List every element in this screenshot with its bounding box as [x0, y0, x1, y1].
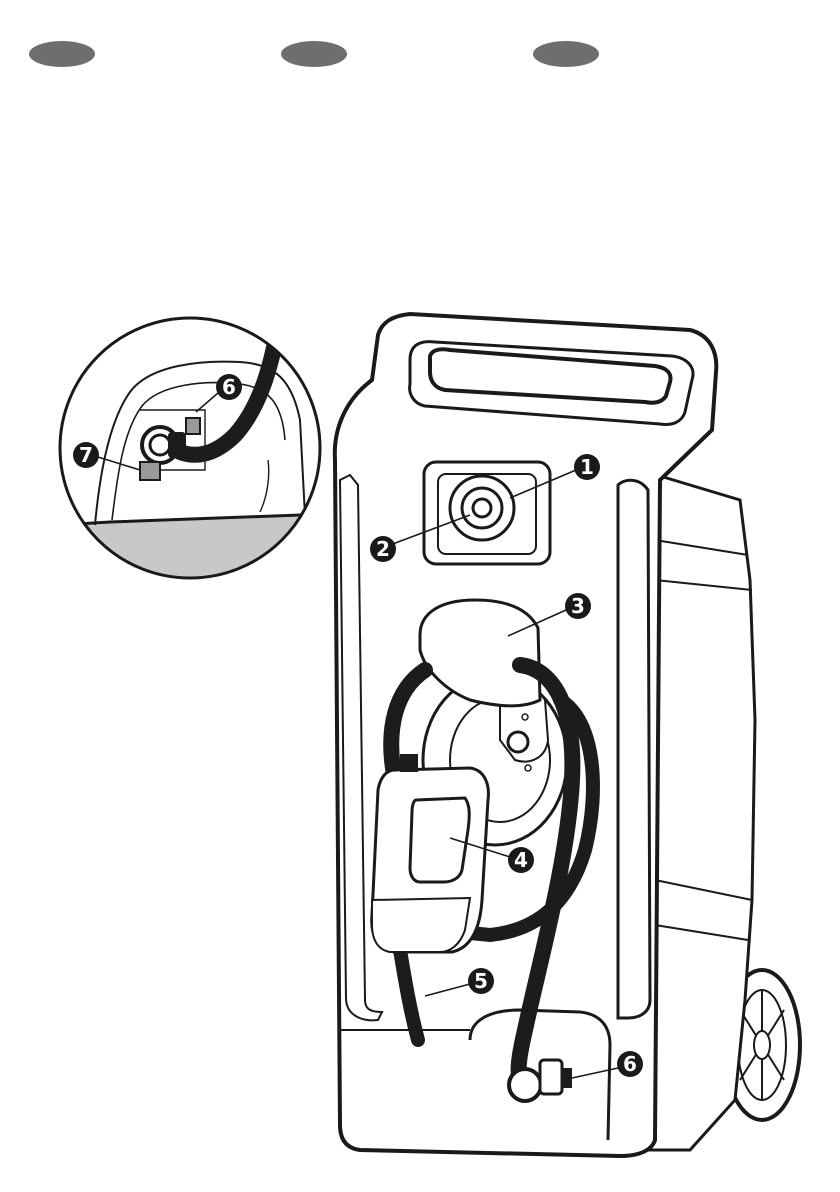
header-pill [281, 41, 347, 67]
callout-number: 6 [623, 1052, 637, 1076]
callout-5: 5 [468, 968, 494, 994]
callout-number: 3 [571, 594, 585, 618]
callout-7-inset: 7 [73, 442, 99, 468]
callout-1: 1 [574, 454, 600, 480]
fuel-caddy [335, 314, 800, 1156]
header-pill [29, 41, 95, 67]
header-pill [533, 41, 599, 67]
callout-6-inset: 6 [216, 374, 242, 400]
callout-number: 7 [79, 443, 93, 467]
callout-number: 2 [376, 537, 390, 561]
callout-number: 1 [580, 455, 594, 479]
callout-2: 2 [370, 536, 396, 562]
header-pills [29, 41, 599, 67]
callout-number: 5 [474, 969, 488, 993]
callout-number: 4 [514, 848, 528, 872]
callout-3: 3 [565, 593, 591, 619]
callout-4: 4 [508, 847, 534, 873]
callout-6-main: 6 [617, 1051, 643, 1077]
callout-number: 6 [222, 375, 236, 399]
